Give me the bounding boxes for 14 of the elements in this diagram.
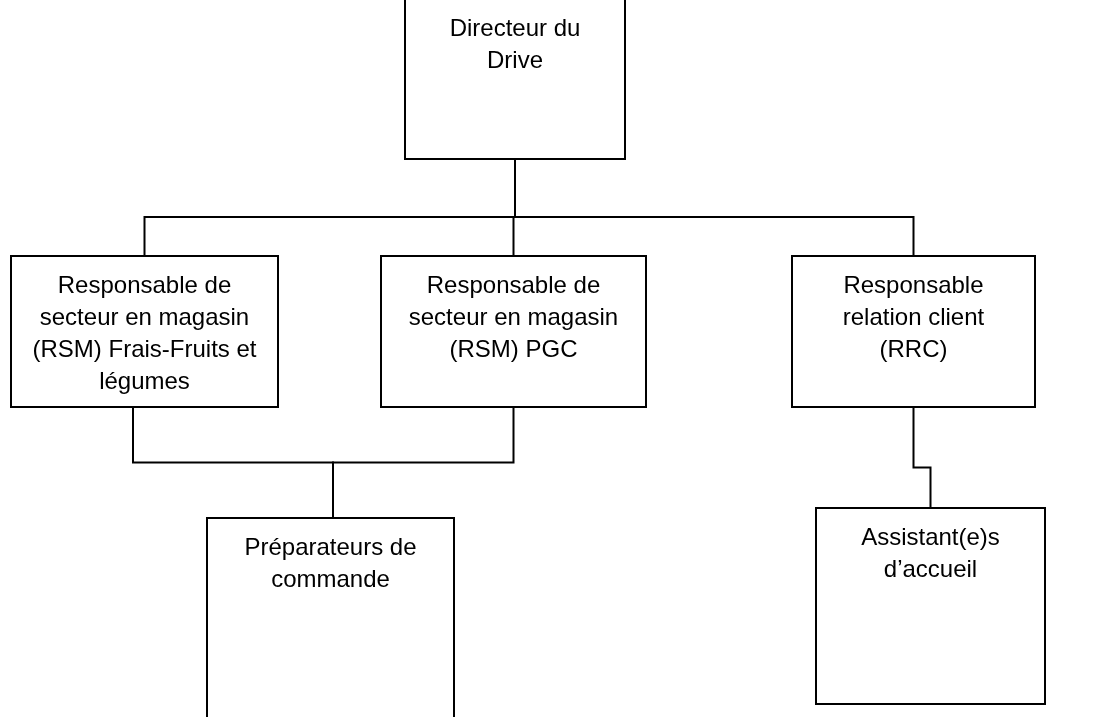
org-box [206, 517, 455, 717]
role-title: Directeur du Drive [448, 13, 582, 75]
connector-line [912, 407, 932, 508]
org-box [815, 507, 1046, 705]
org-box [791, 255, 1036, 408]
role-title: Responsable de secteur en magasin (RSM) PGC [407, 270, 620, 364]
connector-line [332, 407, 515, 518]
role-title: Assistant(e)s d’accueil [860, 522, 1001, 584]
org-box [10, 255, 279, 408]
org-box [404, 0, 626, 160]
org-box [380, 255, 647, 408]
role-title: Responsable de secteur en magasin (RSM) Frais-Fruits et légumes [31, 270, 258, 396]
role-title: Responsable relation client (RRC) [841, 270, 986, 364]
role-title: Préparateurs de commande [243, 532, 418, 594]
